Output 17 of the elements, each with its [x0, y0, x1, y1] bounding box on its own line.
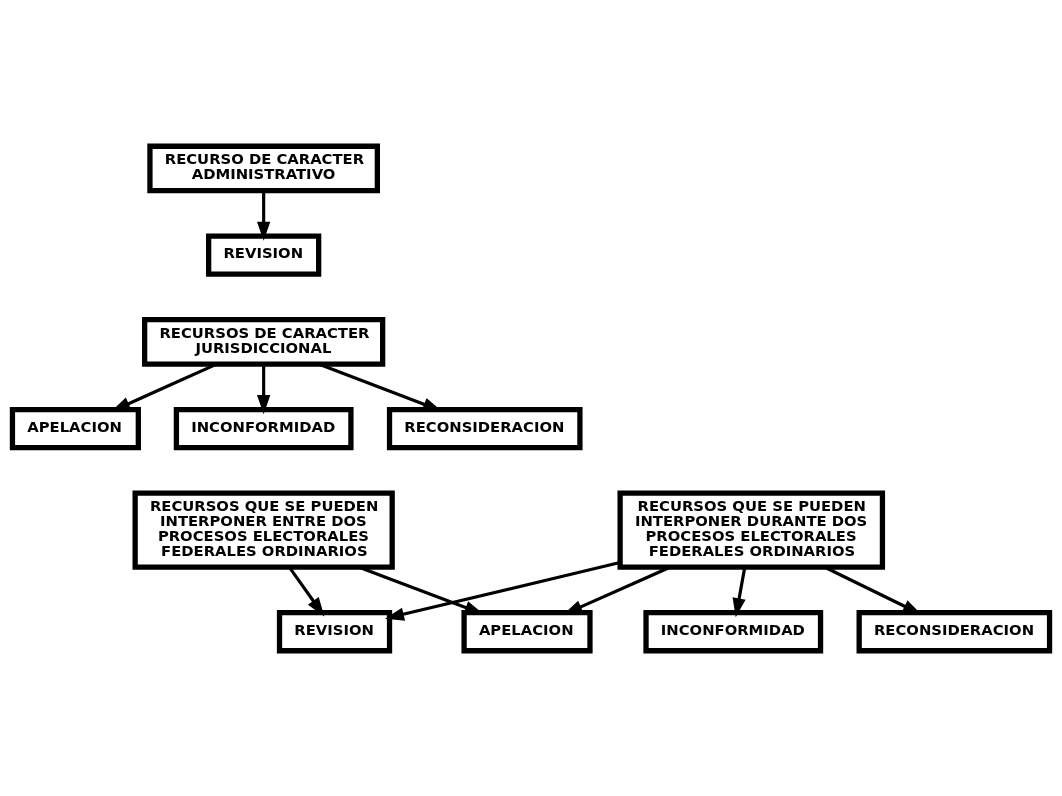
node-box: REVISION: [206, 233, 322, 277]
node-box: APELACION: [461, 609, 593, 653]
node-box: INCONFORMIDAD: [643, 609, 824, 653]
node-box: REVISION: [276, 609, 393, 653]
node-box: RECONSIDERACION: [856, 609, 1053, 653]
node-box: RECONSIDERACION: [386, 406, 583, 450]
node-box: RECURSO DE CARACTER ADMINISTRATIVO: [147, 143, 380, 193]
arrow: [257, 190, 271, 241]
node-box: INCONFORMIDAD: [173, 406, 354, 450]
node-box: RECURSOS DE CARACTER JURISDICCIONAL: [142, 316, 386, 367]
arrow: [257, 363, 271, 414]
arrow: [732, 566, 747, 617]
arrow: [384, 560, 621, 621]
node-box: RECURSOS QUE SE PUEDEN INTERPONER ENTRE DOS PROCESOS ELECTORALES FEDERALES ORDINARIOS: [132, 490, 395, 570]
node-box: RECURSOS QUE SE PUEDEN INTERPONER DURANTE DOS PROCESOS ELECTORALES FEDERALES ORDINARIOS: [617, 490, 886, 570]
node-box: APELACION: [9, 406, 141, 450]
arrow: [288, 566, 325, 616]
